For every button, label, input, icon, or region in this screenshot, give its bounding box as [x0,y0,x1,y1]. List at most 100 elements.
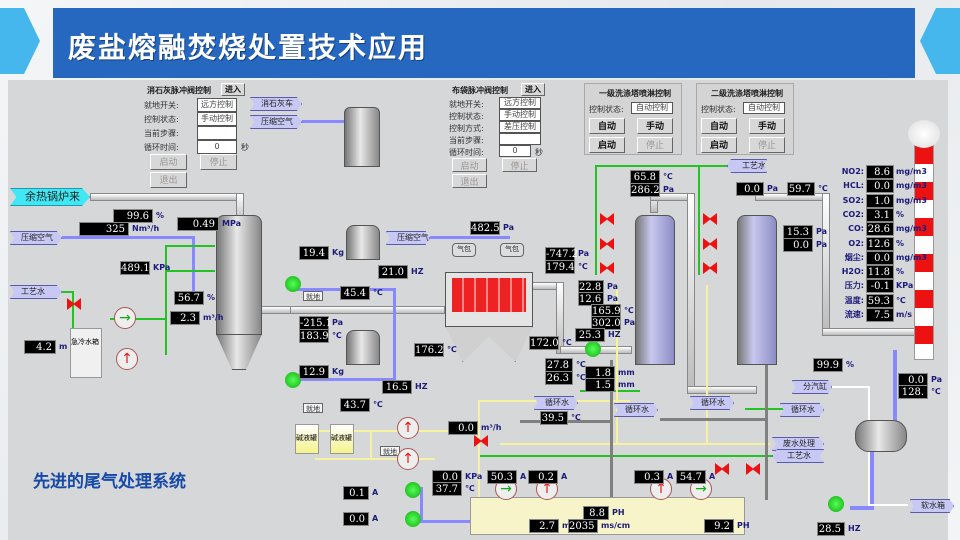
bag-local-switch-field[interactable]: 远方控制 [499,97,541,109]
lime-local-switch-field[interactable]: 远方控制 [197,98,237,112]
reading-flow3: 0.0 [448,421,478,435]
unit-mm1: mm [618,368,635,377]
unit-a6: A [709,472,716,481]
valve-icon[interactable] [474,435,488,447]
reading-cond: 2035 [568,519,598,533]
flue-gas-pipe [90,193,240,201]
scrub1-state-field[interactable]: 自动控制 [631,102,673,114]
heat-exchanger [855,420,907,452]
air-bag-2: 气包 [500,243,524,257]
valve-icon[interactable] [600,213,614,225]
emission-label: SO2: [842,195,864,205]
valve-icon[interactable] [715,463,729,475]
scrub2-state-field[interactable]: 自动控制 [743,102,785,114]
air-bag-1: 气包 [452,243,476,257]
pump-icon[interactable] [285,372,301,388]
steam-line [868,504,908,506]
lime-exit-button[interactable]: 退出 [150,172,187,188]
scrub2-start-button[interactable]: 启动 [701,137,737,153]
pump-icon[interactable] [285,276,301,292]
pump-icon[interactable] [828,496,844,512]
air-line [62,236,194,239]
reading-w2: 12.9 [299,365,329,379]
scrub1-auto-button[interactable]: 自动 [589,118,625,134]
tag-process-water: 工艺水 [727,159,767,173]
reading-bag_p: 482.5 [470,221,500,235]
bag-start-button[interactable]: 启动 [452,158,487,172]
scrub2-stop-button[interactable]: 停止 [749,137,785,153]
bag-stop-button[interactable]: 停止 [502,158,537,172]
lime-stop-button[interactable]: 停止 [200,154,237,170]
unit-a5: A [667,472,674,481]
unit-flow3: m³/h [481,423,502,432]
unit-mm2: mm [618,380,635,389]
unit-t9: ℃ [576,373,586,382]
pump-icon[interactable] [405,511,421,527]
steam-line [820,386,870,388]
unit-ph1: PH [612,508,625,517]
bag-control-state-field[interactable]: 手动控制 [499,109,541,121]
valve-icon[interactable] [600,262,614,274]
lime-step-field[interactable] [197,126,237,140]
sec-unit: 秒 [241,143,249,152]
emission-label: 压力: [844,281,864,291]
tag-boiler: 余热锅炉来 [10,188,90,206]
scrub1-stop-button[interactable]: 停止 [637,137,673,153]
pump-up-arrow-icon[interactable]: ↑ [116,348,138,370]
bag-control-mode-field[interactable]: 差压控制 [499,121,541,133]
bag-exit-button[interactable]: 退出 [452,174,487,188]
label: 就地开关: [449,100,484,109]
lime-enter-button[interactable]: 进入 [221,83,245,96]
pump-up-arrow-icon[interactable]: ↑ [397,448,419,470]
emission-unit: mg/m3 [896,252,927,262]
valve-icon[interactable] [746,463,760,475]
pump-icon[interactable] [585,341,601,357]
scrub1-manual-button[interactable]: 手动 [637,118,673,134]
side-caption: 先进的尾气处理系统 [33,472,186,492]
valve-icon[interactable] [67,298,81,310]
pump-icon[interactable] [405,482,421,498]
scrub1-start-button[interactable]: 启动 [589,137,625,153]
unit-p3: Pa [578,249,590,258]
label: 当前步骤: [144,129,179,138]
valve-icon[interactable] [703,262,717,274]
scrubber2-spray-control-panel: 二级洗涤塔喷淋控制 控制状态: 自动控制 自动 手动 启动 停止 [696,83,794,155]
lime-cycle-time-input[interactable]: 0 [197,140,237,154]
alkali-line [478,400,480,500]
unit-kpa2: KPa [465,472,483,481]
emission-label: NO2: [841,167,864,176]
flue-gas-pipe [687,386,757,394]
lime-start-button[interactable]: 启动 [150,154,187,170]
pump-right-arrow-icon[interactable]: → [114,307,136,329]
bag-step-field[interactable] [499,133,541,145]
emission-label: 烟尘: [844,252,864,262]
emission-unit: mg/m3 [896,224,927,234]
bag-pulse-control-panel: 布袋脉冲阀控制 进入 就地开关: 远方控制 控制状态: 手动控制 控制方式: 差… [447,82,547,188]
water-line [698,165,700,275]
valve-icon[interactable] [703,213,717,225]
flue-gas-pipe [822,193,830,333]
reading-t8: 27.8 [545,358,573,372]
reading-a2: 0.0 [343,512,369,526]
bag-enter-button[interactable]: 进入 [521,83,545,96]
tag-process-water: 工艺水 [10,285,62,299]
unit-t5: ℃ [562,338,572,347]
emission-unit: m/s [896,310,913,319]
unit-valve_open2: % [207,293,216,302]
lime-control-state-field[interactable]: 手动控制 [197,112,237,126]
emission-value: 59.3 [866,293,894,308]
valve-icon[interactable] [703,238,717,250]
pump-up-arrow-icon[interactable]: ↑ [397,417,419,439]
label: 控制方式: [449,124,484,133]
unit-p5: Pa [607,294,619,303]
reading-hz1: 21.0 [378,265,408,279]
hopper1 [346,225,380,260]
tag-steam-header: 分汽缸 [792,380,832,394]
unit-hz4: HZ [848,524,861,533]
bag-cycle-time-input[interactable]: 0 [499,145,531,157]
scrub2-manual-button[interactable]: 手动 [749,118,785,134]
reading-hz2: 16.5 [382,380,412,394]
scrub2-auto-button[interactable]: 自动 [701,118,737,134]
alkali-line [370,430,372,460]
valve-icon[interactable] [600,238,614,250]
